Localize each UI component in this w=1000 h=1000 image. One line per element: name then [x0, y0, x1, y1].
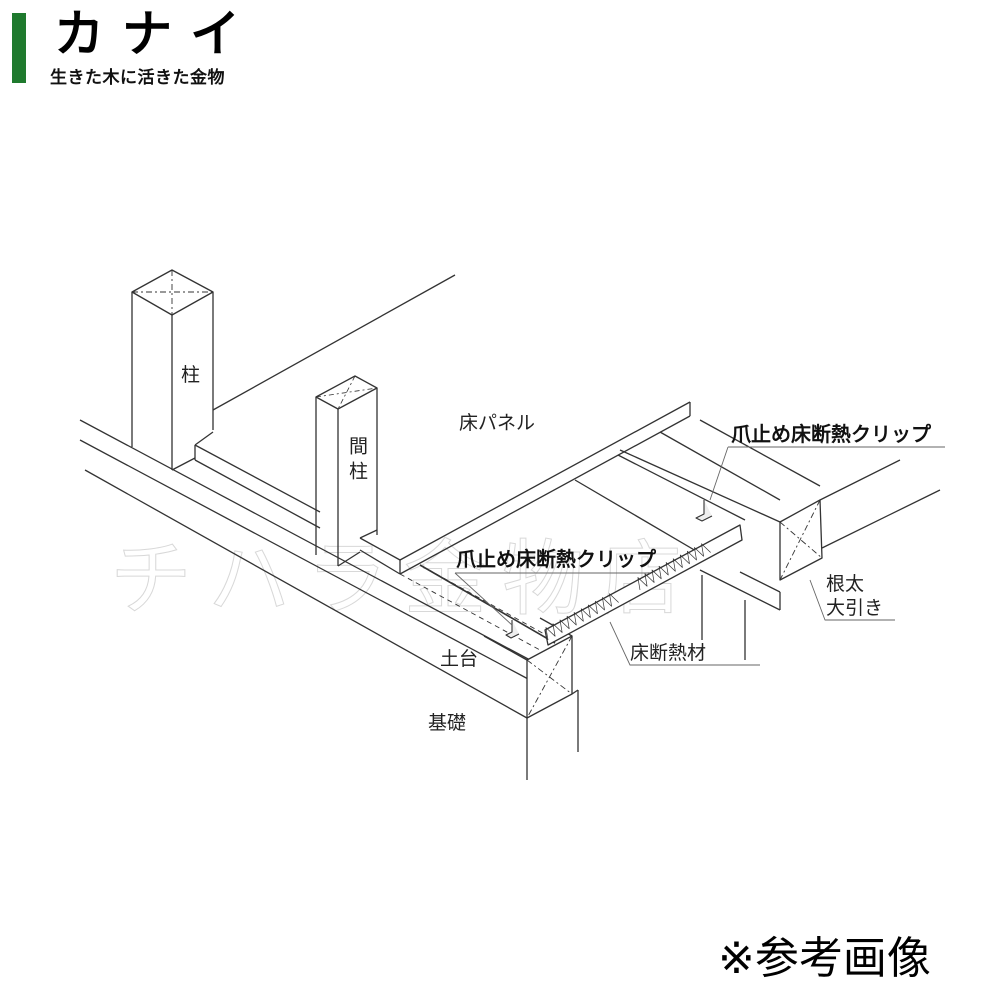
- floor-panel: [212, 274, 781, 644]
- leader-lines: [454, 446, 945, 666]
- label-clip-lower: 爪止め床断熱クリップ: [456, 547, 656, 571]
- label-sill: 土台: [440, 648, 479, 670]
- stud-post: [315, 375, 378, 567]
- clip-icon-lower: [505, 620, 520, 639]
- label-joist: 根太: [826, 573, 865, 595]
- label-insulation: 床断熱材: [630, 642, 707, 664]
- reference-image-note: ※参考画像: [718, 933, 931, 984]
- brand-logo: カナイ 生きた木に活きた金物: [10, 6, 270, 90]
- label-floor-panel: 床パネル: [459, 412, 536, 434]
- label-foundation: 基礎: [428, 712, 467, 734]
- post: [131, 269, 214, 471]
- label-clip-upper: 爪止め床断熱クリップ: [731, 422, 931, 446]
- sill-ledge: [194, 444, 556, 651]
- brand-tagline: 生きた木に活きた金物: [50, 68, 225, 88]
- logo-green-bar: [12, 13, 26, 83]
- label-post: 柱: [181, 364, 201, 386]
- label-stud-post: 間柱: [346, 436, 368, 486]
- insulation-strip: [544, 524, 743, 646]
- label-girder: 大引き: [826, 597, 884, 619]
- sill-beam: [79, 419, 579, 780]
- girder-beam: [619, 419, 941, 660]
- brand-name: カナイ: [54, 5, 258, 63]
- clip-icon-upper: [695, 500, 713, 522]
